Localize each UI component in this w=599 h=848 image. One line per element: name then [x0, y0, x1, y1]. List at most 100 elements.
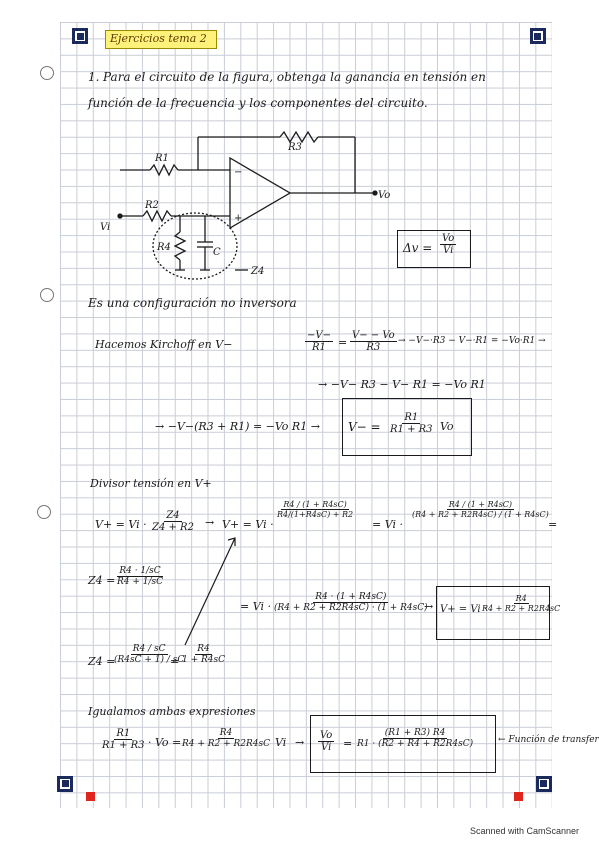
divider-eq1-end: = [548, 518, 558, 531]
red-corner-mark-right [514, 792, 523, 801]
v-minus-den: R1 + R3 [390, 424, 433, 435]
problem-number: 1. [88, 70, 100, 84]
resistor-r3 [279, 130, 319, 144]
punch-hole-2 [40, 288, 54, 302]
resistor-r1 [149, 163, 179, 177]
label-c: C [213, 247, 221, 258]
z4-simplify-den: (R4sC + 1) / sC [114, 655, 185, 665]
transfer-lhs-fraction: Vo Vi [318, 730, 335, 753]
gain-lhs: Δv = [403, 241, 433, 255]
transfer-rhs-num: (R1 + R3) R4 [382, 728, 448, 739]
z4-definition-den: R4 + 1/sC [117, 577, 164, 587]
v-minus-fraction: R1 R1 + R3 [388, 412, 435, 435]
z4-result-num: R4 [195, 644, 212, 655]
z4-definition-num: R4 · 1/sC [117, 566, 163, 577]
opamp-circuit-diagram: R3 R1 R2 R4 C Vi Vo Z4 − + [100, 130, 390, 280]
transfer-lhs-den: Vi [321, 742, 332, 753]
v-plus-fraction: R4 R4 + R2 + R2R4sC [480, 594, 562, 613]
z4-definition-lhs: Z4 = [88, 574, 116, 587]
equate-lhs-num: R1 [114, 728, 133, 740]
vi-terminal [117, 213, 123, 219]
gain-definition-box [397, 230, 471, 268]
v-minus-result-box [342, 398, 472, 456]
kirchoff-lhs-den: R1 [312, 342, 326, 353]
v-plus-num: R4 [513, 594, 529, 604]
divider-eq2-fraction: R4 · (1 + R4sC) (R4 + R2 + R2R4sC) · (1 … [272, 592, 430, 613]
divider-eq1-mid-fraction: R4 / (1 + R4sC) R4/(1+R4sC) + R2 [275, 500, 355, 519]
divider-eq1-right-num: R4 / (1 + R4sC) [446, 500, 515, 510]
kirchoff-rhs-den: R3 [366, 342, 381, 353]
divider-eq2-num: R4 · (1 + R4sC) [313, 592, 389, 603]
punch-hole-1 [40, 66, 54, 80]
gain-num: Vo [440, 233, 457, 245]
scanner-watermark: Scanned with CamScanner [470, 826, 580, 836]
v-minus-lhs: V− = [348, 420, 381, 434]
kirchoff-lhs-num: −V− [305, 330, 333, 342]
label-vo: Vo [378, 190, 390, 201]
z4-simplify-lhs: Z4 = [88, 655, 116, 668]
graph-paper-sheet [60, 22, 552, 808]
substitution-arrow [184, 537, 236, 646]
kirchoff-tail: → −V−·R3 − V−·R1 = −Vo·R1 → [398, 336, 546, 346]
transfer-rhs-den: R1 · (R2 + R4 + R2R4sC) [357, 739, 474, 749]
resistor-r4 [173, 231, 187, 261]
punch-hole-3 [37, 505, 51, 519]
z4-result-fraction: R4 1 + R4sC [180, 644, 227, 665]
equate-rhs-den: R4 + R2 + R2R4sC [182, 739, 271, 749]
z4-simplify-num: R4 / sC [130, 644, 168, 655]
step3-label: Divisor tensión en V+ [90, 477, 212, 490]
v-plus-lhs: V+ = Vi · [440, 604, 487, 615]
divider-eq1-den: Z4 + R2 [152, 522, 194, 533]
divider-eq1-equals: = Vi · [372, 518, 403, 531]
gain-den: Vi [443, 245, 454, 256]
label-r2: R2 [144, 200, 159, 211]
equate-lhs-fraction: R1 R1 + R3 [100, 728, 147, 751]
transfer-function-box [310, 715, 496, 773]
equate-arrow: → [295, 736, 305, 749]
transfer-function-note: ← Función de transferencia [498, 735, 599, 745]
label-r1: R1 [154, 153, 169, 164]
label-inverting: − [234, 167, 242, 178]
divider-eq1-num: Z4 [164, 510, 182, 522]
kirchoff-rhs-num: V− − Vo [350, 330, 397, 342]
divider-eq1-arrow: → [205, 516, 215, 529]
gain-fraction: Vo Vi [440, 233, 457, 256]
z4-result-den: 1 + R4sC [182, 655, 225, 665]
divider-eq1-lhs: V+ = Vi · [95, 518, 147, 531]
divider-eq2-den: (R4 + R2 + R2R4sC) · (1 + R4sC) [274, 603, 428, 613]
equate-rhs-num: R4 [217, 728, 235, 739]
z4-circle [152, 212, 238, 280]
scan-corner-marker-top-left [72, 28, 88, 44]
label-r3: R3 [287, 142, 302, 153]
equate-rhs-tail: Vi [275, 736, 287, 749]
equate-rhs-fraction: R4 R4 + R2 + R2R4sC [180, 728, 272, 749]
divider-eq1-mid-num: R4 / (1 + R4sC) [281, 500, 349, 510]
equate-lhs-den: R1 + R3 [102, 740, 145, 751]
step2-label: Hacemos Kirchoff en V− [95, 338, 233, 351]
z4-simplify-equals: = [170, 655, 180, 668]
scan-corner-marker-bottom-left [57, 776, 73, 792]
step4-label: Igualamos ambas expresiones [88, 705, 256, 718]
divider-eq1-fraction: Z4 Z4 + R2 [150, 510, 196, 533]
transfer-rhs-fraction: (R1 + R3) R4 R1 · (R2 + R4 + R2R4sC) [355, 728, 475, 749]
opamp-triangle [229, 156, 292, 230]
transfer-lhs-num: Vo [318, 730, 335, 742]
divider-eq2-lhs: = Vi · [240, 600, 271, 613]
page-title: Ejercicios tema 2 [110, 32, 207, 45]
resistor-r2 [142, 209, 172, 223]
label-z4: Z4 [250, 266, 264, 277]
kirchoff-eq3: → −V−(R3 + R1) = −Vo R1 → [155, 420, 320, 433]
title-highlight [105, 30, 217, 49]
z4-simplify-fraction: R4 / sC (R4sC + 1) / sC [112, 644, 186, 665]
vo-terminal [372, 190, 378, 196]
divider-eq1-mid-den: R4/(1+R4sC) + R2 [277, 510, 354, 519]
label-noninverting: + [234, 213, 242, 224]
step1-text: Es una configuración no inversora [88, 296, 297, 310]
z4-definition-fraction: R4 · 1/sC R4 + 1/sC [115, 566, 165, 587]
kirchoff-rhs-fraction: V− − Vo R3 [350, 330, 397, 353]
red-corner-mark-left [86, 792, 95, 801]
equate-lhs-tail: · Vo = [148, 736, 182, 749]
label-r4: R4 [156, 242, 171, 253]
v-plus-den: R4 + R2 + R2R4sC [482, 604, 561, 613]
v-minus-tail: Vo [440, 420, 454, 433]
